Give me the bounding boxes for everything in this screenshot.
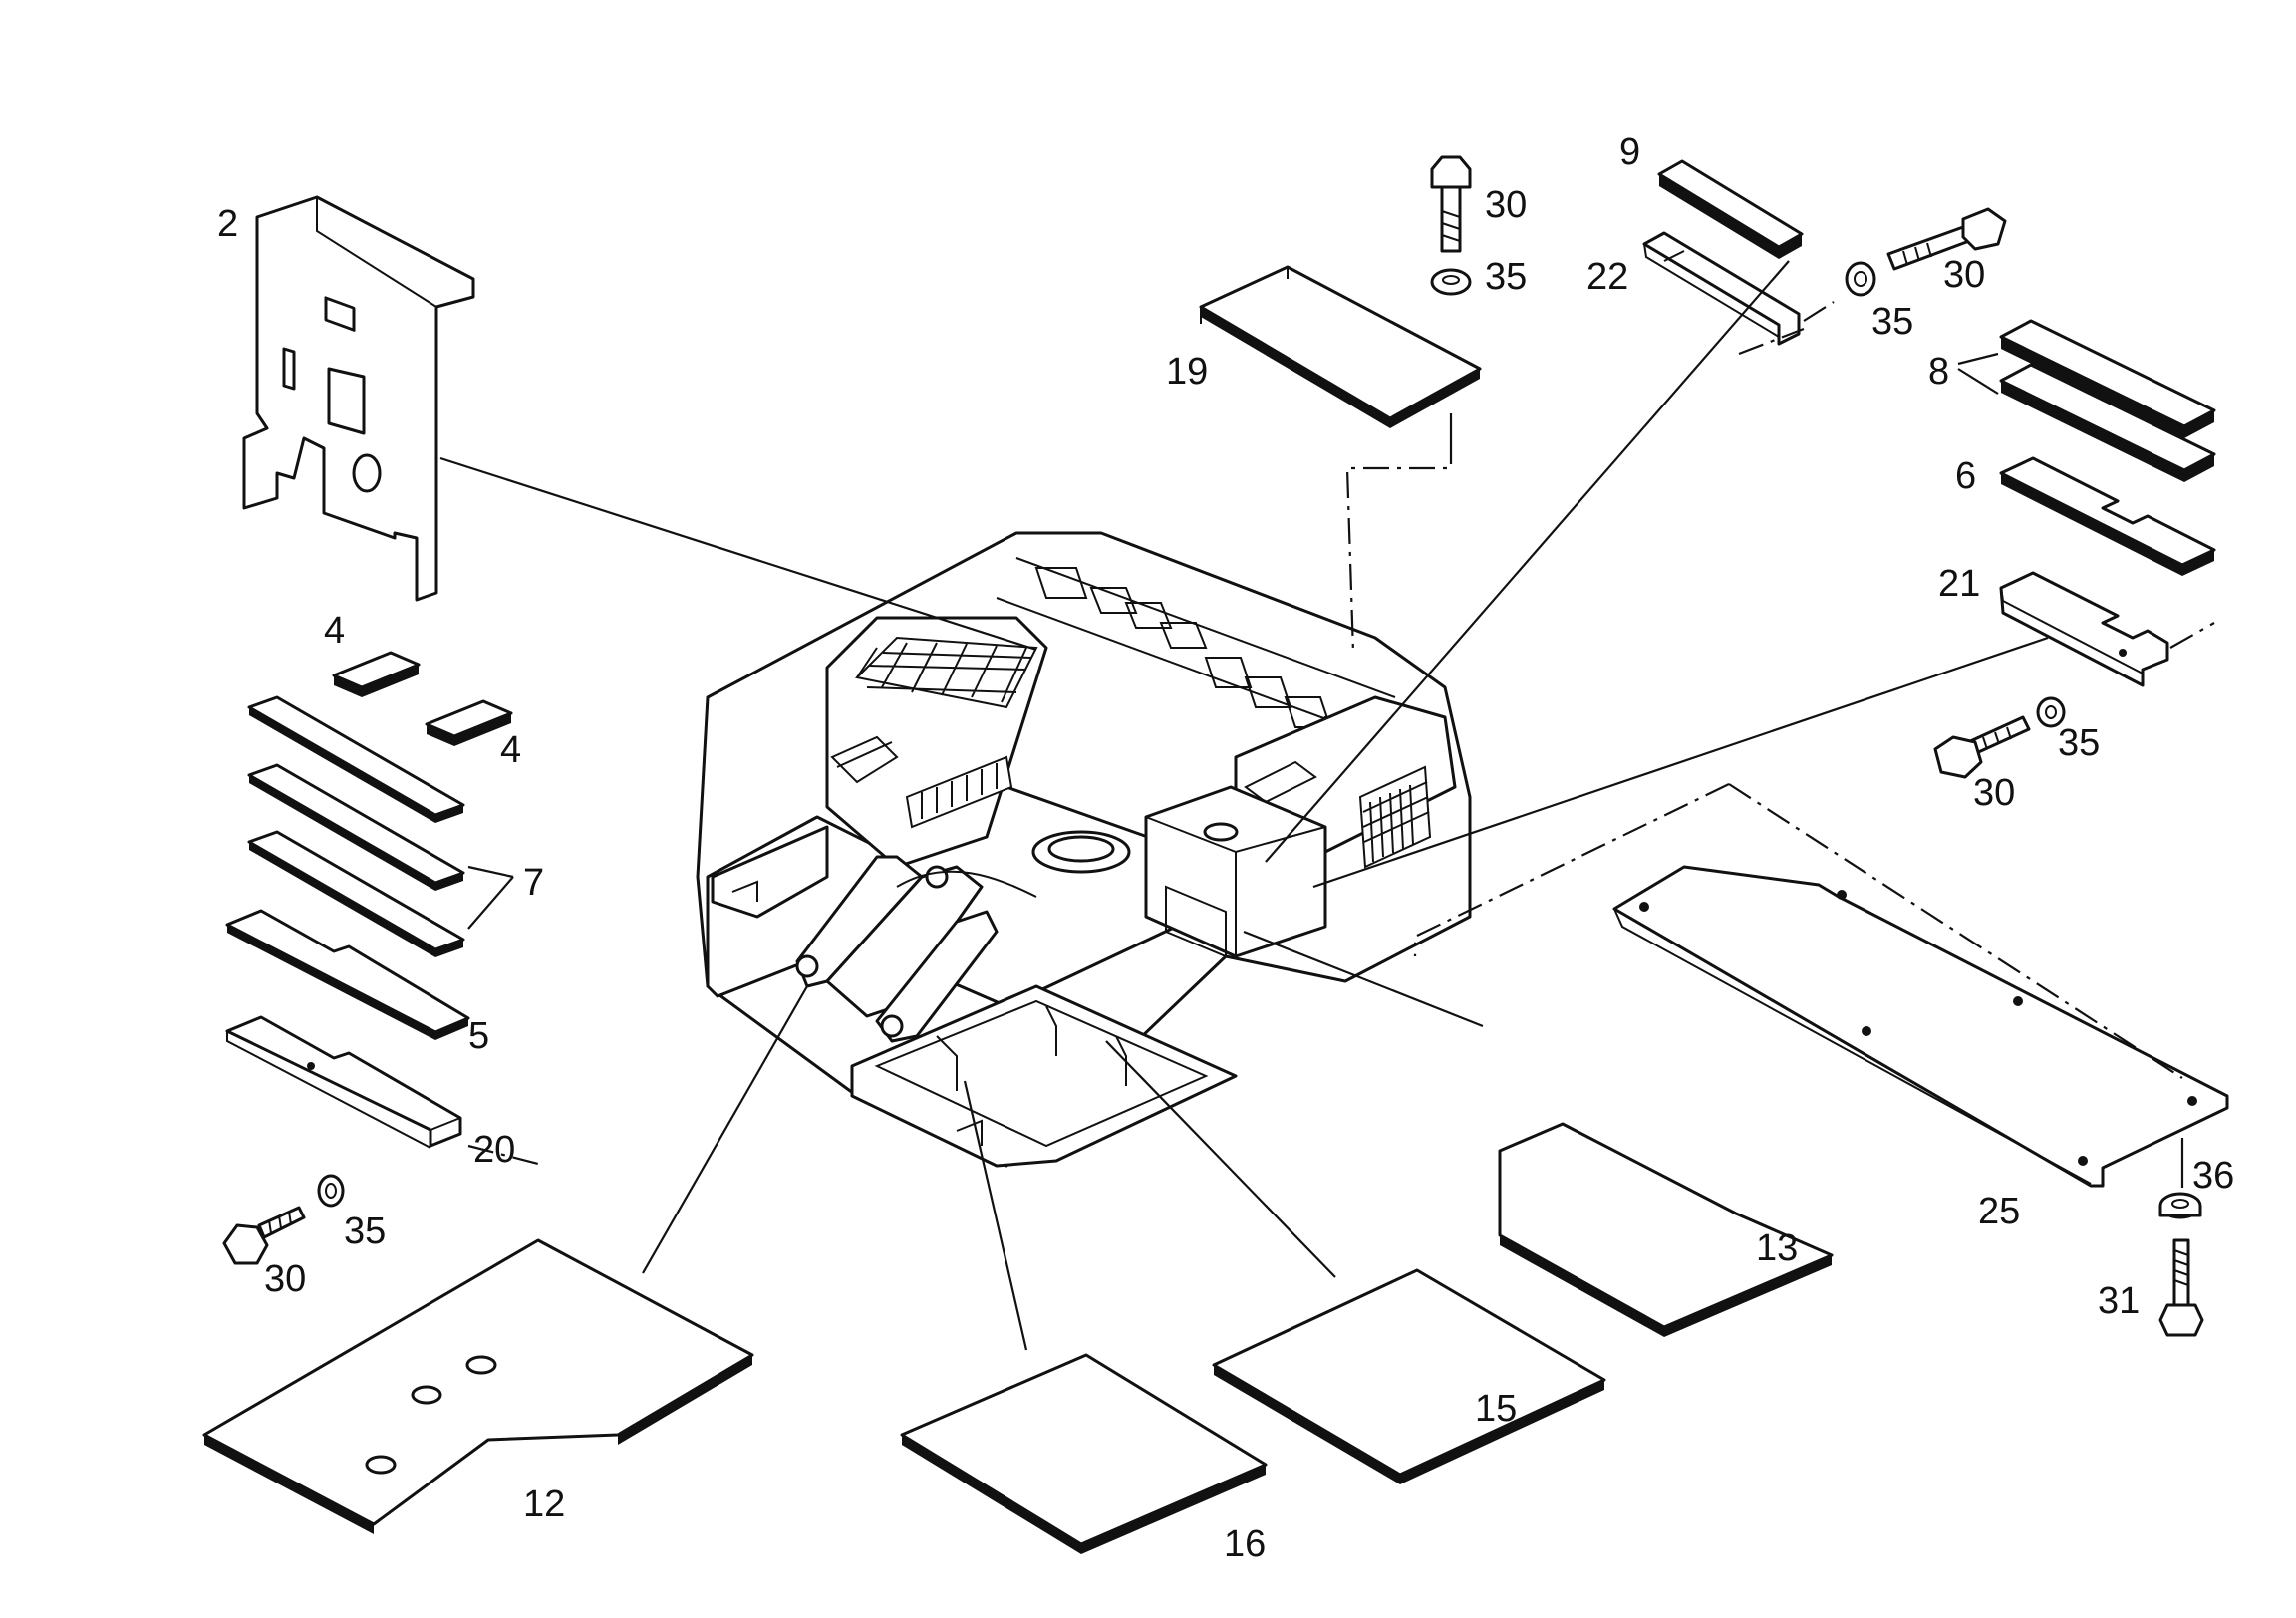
part-4-left-pad xyxy=(332,651,421,697)
callout-31: 31 xyxy=(2098,1280,2140,1322)
callout-4-upper: 4 xyxy=(324,610,345,652)
bolt-31 xyxy=(2158,1238,2204,1337)
callout-21: 21 xyxy=(1938,563,1980,605)
washer-35-upper-right xyxy=(1803,261,1876,322)
part-6-notched-strip xyxy=(1999,456,2216,576)
part-21-channel xyxy=(1999,571,2215,687)
callout-25: 25 xyxy=(1978,1191,2020,1232)
left-grille xyxy=(854,636,1038,709)
part-12-floor-plate xyxy=(202,1238,754,1534)
part-7-strip-middle xyxy=(247,763,465,891)
callout-8: 8 xyxy=(1928,351,1949,393)
callout-30-left: 30 xyxy=(264,1258,306,1300)
callout-2: 2 xyxy=(217,203,238,245)
callout-35-right: 35 xyxy=(2058,722,2100,764)
callout-36: 36 xyxy=(2192,1155,2234,1197)
callout-4-lower: 4 xyxy=(500,729,521,771)
right-grille xyxy=(1358,765,1432,869)
callout-19: 19 xyxy=(1166,351,1208,393)
part-2-side-plate xyxy=(242,195,475,602)
part-22-channel xyxy=(1642,231,1805,356)
callout-30-right: 30 xyxy=(1973,772,2015,814)
part-19-cover-plate xyxy=(1199,265,1482,428)
part-15-floor-mat xyxy=(1212,1268,1606,1484)
boom-arms xyxy=(795,855,1037,1043)
part-9-strip xyxy=(1657,159,1804,259)
callout-22: 22 xyxy=(1586,256,1628,298)
part-25-long-plate xyxy=(1612,865,2229,1188)
callout-13: 13 xyxy=(1756,1227,1798,1269)
leader-lines xyxy=(439,260,2184,1351)
bolt-30-right xyxy=(1933,715,2031,779)
washer-35-left xyxy=(317,1174,345,1208)
part-7-strip-top xyxy=(247,695,465,823)
bolt-30-upper-right xyxy=(1886,207,2007,271)
part-4-right-pad xyxy=(425,699,513,746)
callout-labels: 2 4 4 7 5 20 30 35 12 16 15 13 19 30 35 … xyxy=(217,132,2234,1565)
callout-35-upper-right: 35 xyxy=(1871,301,1913,343)
callout-7: 7 xyxy=(523,862,544,904)
callout-35-left: 35 xyxy=(344,1211,386,1252)
callout-20: 20 xyxy=(473,1129,515,1171)
part-13-floor-mat xyxy=(1498,1122,1834,1337)
callout-30-top: 30 xyxy=(1485,184,1527,226)
part-16-floor-mat xyxy=(900,1353,1268,1554)
part-20-channel xyxy=(225,1015,539,1166)
machine-frame xyxy=(696,531,1472,1168)
callout-15: 15 xyxy=(1475,1388,1517,1430)
washer-35-top xyxy=(1430,268,1472,296)
callout-6: 6 xyxy=(1955,455,1976,497)
washer-35-right xyxy=(2036,696,2066,728)
bolt-30-left xyxy=(222,1206,306,1265)
callout-16: 16 xyxy=(1224,1523,1266,1565)
callout-12: 12 xyxy=(523,1483,565,1525)
bolt-30-top xyxy=(1430,155,1472,253)
callout-9: 9 xyxy=(1619,132,1640,173)
callout-35-top: 35 xyxy=(1485,256,1527,298)
callout-5: 5 xyxy=(468,1015,489,1057)
alignment-lines xyxy=(1345,438,2183,1079)
nut-36 xyxy=(2158,1192,2202,1219)
callout-30-upper-right: 30 xyxy=(1943,254,1985,296)
part-8-strip-upper xyxy=(1999,319,2216,438)
part-7-strip-bottom xyxy=(247,830,465,957)
part-8-strip-lower xyxy=(1999,363,2216,482)
part-5-notched-strip xyxy=(225,909,470,1040)
